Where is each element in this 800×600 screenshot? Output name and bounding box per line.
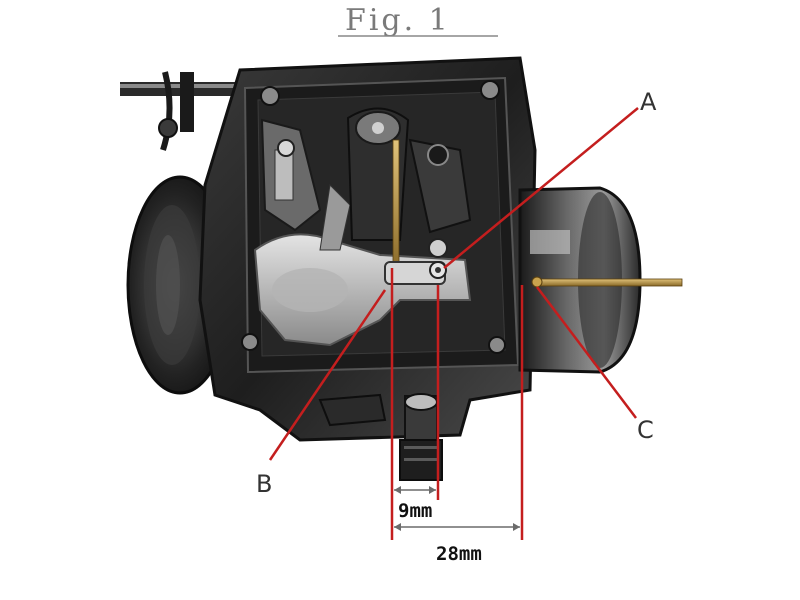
dimension-9mm: 9mm	[394, 486, 436, 522]
pilot-jet	[260, 118, 322, 232]
figure-title: Fig. 1	[345, 3, 451, 38]
dimension-label-28mm: 28mm	[436, 543, 482, 565]
callout-label-a: A	[640, 88, 657, 116]
callout-line-a	[443, 107, 639, 269]
brass-rod-horizontal	[531, 276, 683, 288]
dimension-28mm: 28mm	[394, 523, 520, 565]
callout-label-b: B	[256, 470, 272, 498]
callout-label-c: C	[637, 416, 654, 444]
brass-rod-vertical	[392, 139, 400, 271]
drain-nozzle	[399, 393, 443, 481]
callout-line-c	[536, 286, 637, 419]
throttle-linkage	[120, 71, 240, 151]
callout-lines	[268, 107, 639, 540]
callout-line-b	[268, 289, 387, 461]
bottom-flange	[318, 393, 387, 427]
main-jet	[384, 238, 448, 285]
dimension-label-9mm: 9mm	[398, 500, 432, 522]
